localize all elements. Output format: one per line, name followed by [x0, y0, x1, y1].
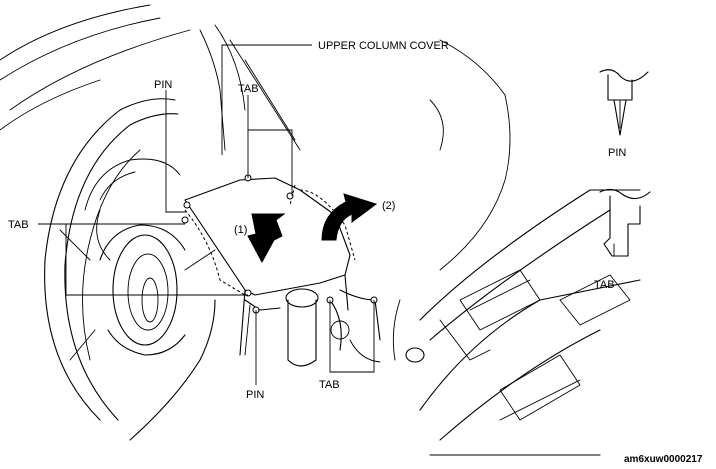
dashboard-outline: [0, 4, 511, 271]
center-console: [392, 189, 641, 456]
label-pin-top-left: PIN: [154, 79, 172, 91]
upper-column-cover: [184, 177, 356, 356]
pin-detail: [599, 69, 649, 136]
steering-wheel: [44, 98, 216, 441]
label-step-1: (1): [234, 224, 247, 236]
fastener-markers: [181, 174, 378, 314]
label-detail-tab: TAB: [594, 279, 615, 291]
removal-arrows: [247, 193, 378, 264]
instrument-cluster: [84, 158, 181, 261]
label-tab-top: TAB: [238, 83, 259, 95]
label-tab-left: TAB: [8, 219, 29, 231]
tab-detail: [599, 188, 651, 257]
arrow-step-2: [321, 193, 378, 241]
label-step-2: (2): [382, 200, 395, 212]
arrow-step-1: [247, 213, 286, 264]
lower-column: [244, 288, 381, 367]
label-upper-column-cover: UPPER COLUMN COVER: [318, 40, 449, 52]
label-pin-bottom: PIN: [246, 389, 264, 401]
figure-code: am6xuw0000217: [624, 454, 703, 465]
tab-marker-top-right: [286, 192, 294, 200]
tab-marker-bottom-left: [244, 289, 252, 297]
leader-lines: [38, 44, 375, 385]
label-detail-pin: PIN: [608, 147, 626, 159]
label-tab-bottom: TAB: [319, 379, 340, 391]
pin-marker-top-left: [183, 201, 191, 209]
tab-marker-left: [181, 216, 189, 224]
